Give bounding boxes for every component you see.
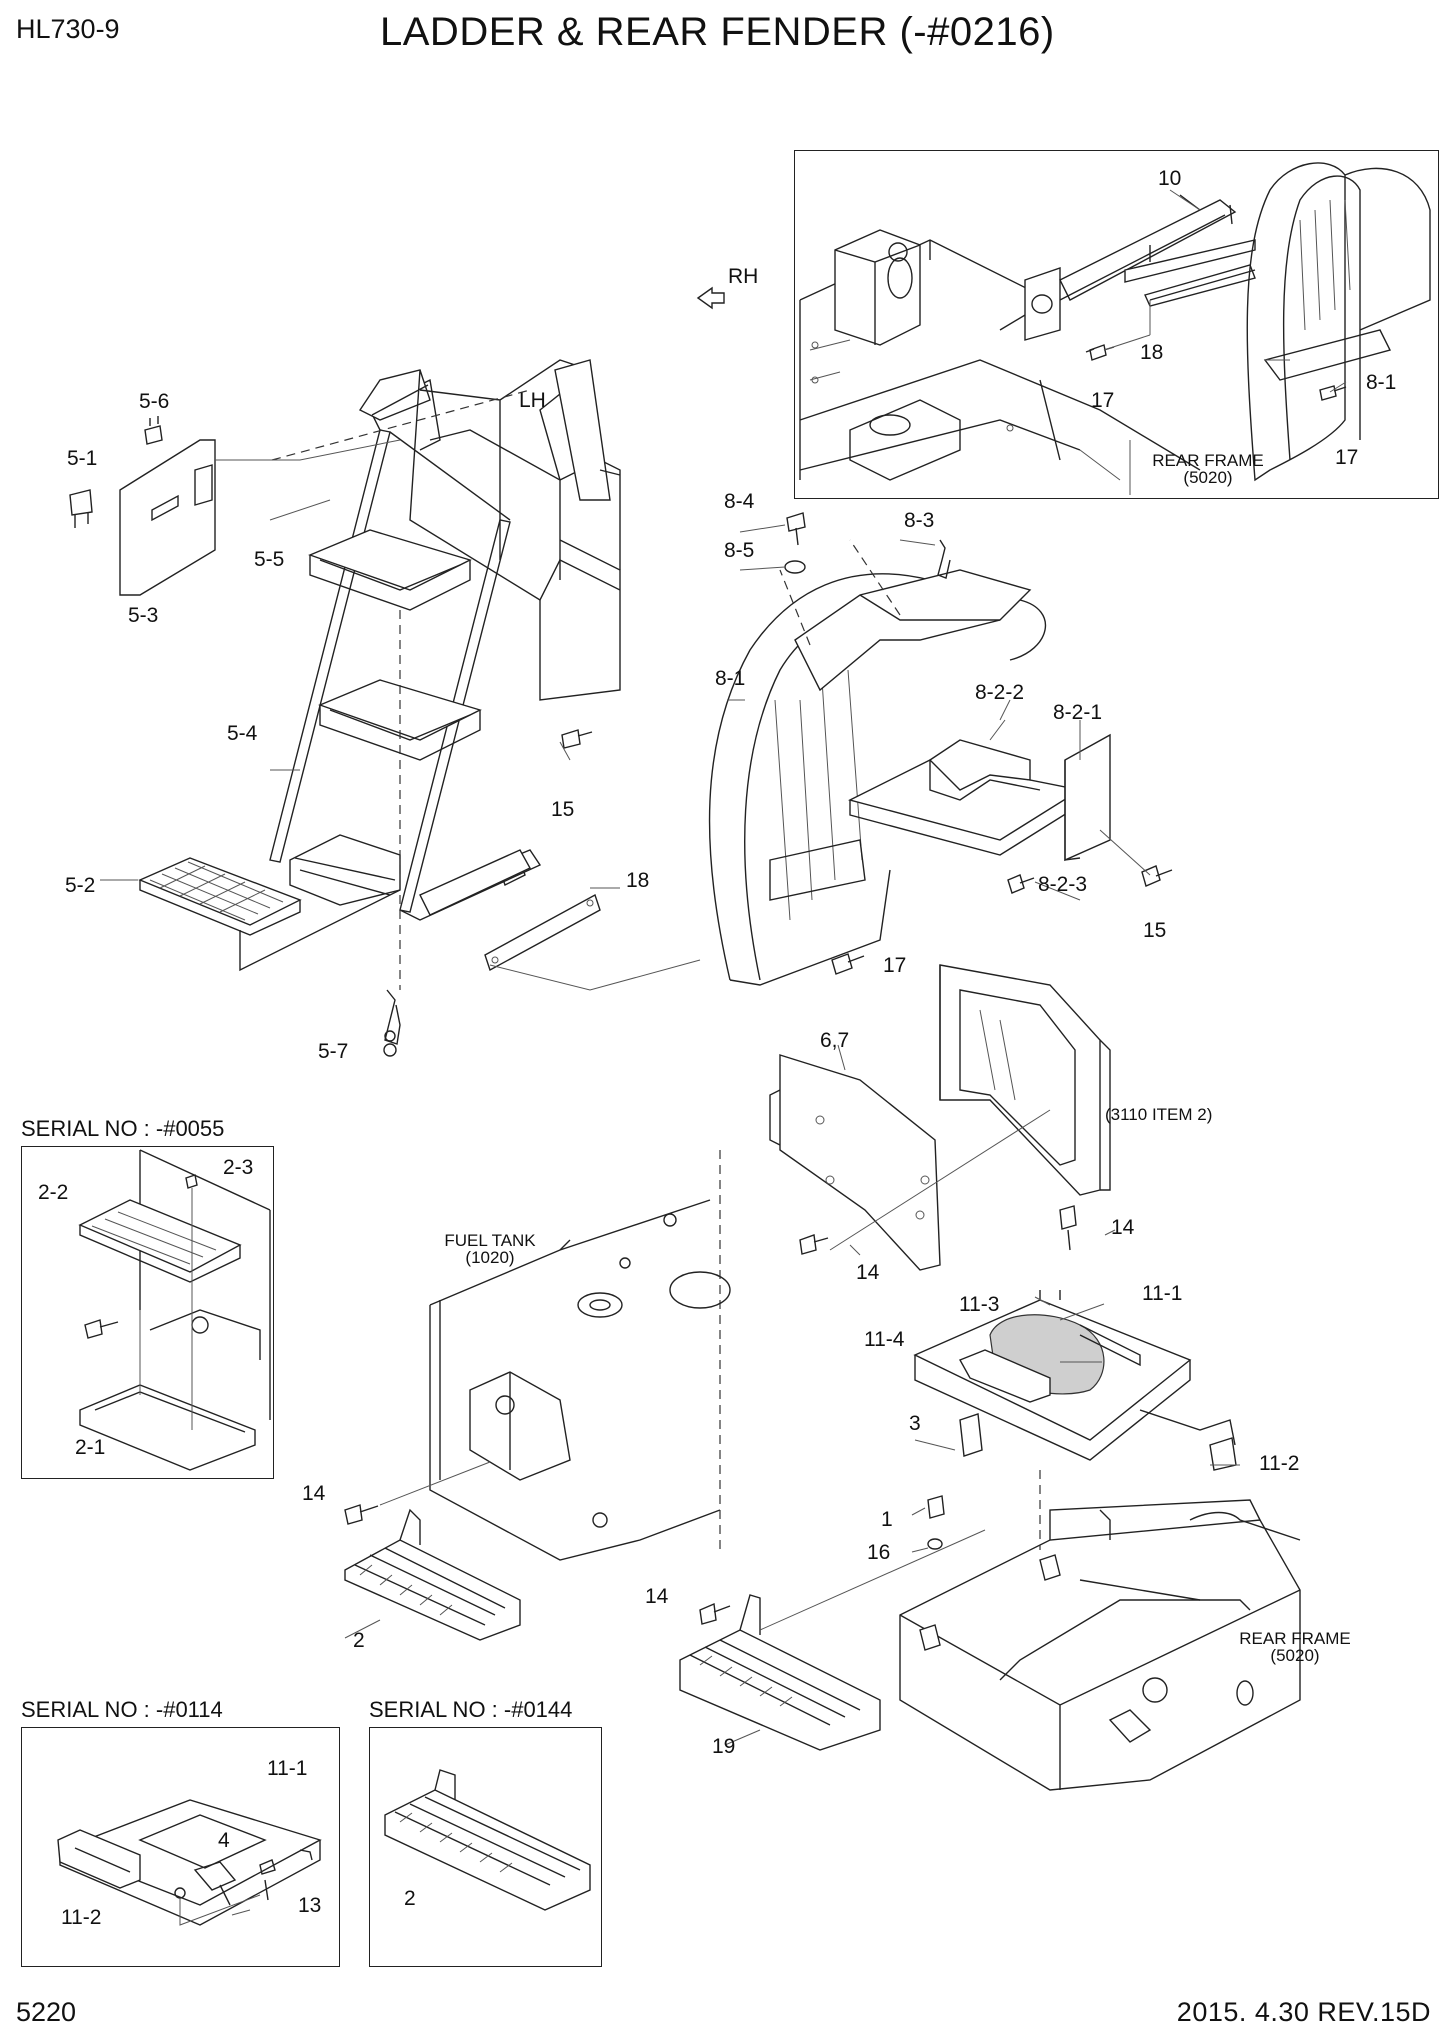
callout-13-serial: 13 bbox=[298, 1894, 322, 1917]
callout-8-3: 8-3 bbox=[904, 509, 935, 532]
ladder-assembly-art bbox=[69, 359, 701, 1057]
callout-14-a: 14 bbox=[1111, 1216, 1135, 1239]
callout-16: 16 bbox=[867, 1541, 891, 1564]
callout-5-3: 5-3 bbox=[128, 604, 159, 627]
serial-0144-label: SERIAL NO : -#0144 bbox=[369, 1697, 573, 1722]
callout-11-2: 11-2 bbox=[1259, 1452, 1300, 1475]
rear-frame-note-bottom: REAR FRAME (5020) bbox=[1225, 1630, 1365, 1664]
rear-frame-bottom-ref: (5020) bbox=[1270, 1646, 1320, 1665]
callout-4-serial: 4 bbox=[218, 1829, 230, 1852]
callout-11-3: 11-3 bbox=[959, 1293, 1000, 1316]
callout-17-inset-a: 17 bbox=[1091, 389, 1115, 412]
callout-15-a: 15 bbox=[551, 798, 575, 821]
callout-5-2: 5-2 bbox=[65, 874, 96, 897]
callout-11-1: 11-1 bbox=[1142, 1282, 1183, 1305]
fuel-tank-note: FUEL TANK (1020) bbox=[430, 1232, 550, 1266]
callout-8-1-inset: 8-1 bbox=[1366, 371, 1397, 394]
rear-frame-note-top: REAR FRAME (5020) bbox=[1138, 452, 1278, 486]
serial-0114-box bbox=[21, 1727, 340, 1967]
callout-8-2-1: 8-2-1 bbox=[1053, 701, 1103, 724]
callout-5-5: 5-5 bbox=[254, 548, 285, 571]
leader-lines bbox=[100, 524, 1240, 1746]
inset-rear-frame-art bbox=[799, 162, 1431, 495]
callout-2-2-serial: 2-2 bbox=[38, 1181, 69, 1204]
callout-2-3-serial: 2-3 bbox=[223, 1156, 254, 1179]
callout-15-b: 15 bbox=[1143, 919, 1167, 942]
rear-frame-bottom-art bbox=[679, 1290, 1301, 1791]
revision-date: 2015. 4.30 REV.15D bbox=[1176, 1997, 1431, 2027]
rear-frame-inset-box bbox=[794, 150, 1439, 499]
callout-14-d: 14 bbox=[645, 1585, 669, 1608]
callout-2: 2 bbox=[353, 1629, 365, 1652]
callout-17: 17 bbox=[883, 954, 907, 977]
serial-0114-label: SERIAL NO : -#0114 bbox=[21, 1697, 223, 1722]
callout-8-5: 8-5 bbox=[724, 539, 755, 562]
callout-11-2-serial: 11-2 bbox=[61, 1906, 102, 1929]
callout-1: 1 bbox=[881, 1508, 893, 1531]
fuel-tank-name: FUEL TANK bbox=[444, 1231, 536, 1250]
callout-5-7: 5-7 bbox=[318, 1040, 349, 1063]
callout-8-2-3: 8-2-3 bbox=[1038, 873, 1088, 896]
serial-0144-art bbox=[384, 1769, 591, 1911]
lh-label: LH bbox=[519, 389, 546, 412]
rear-frame-top-name: REAR FRAME bbox=[1152, 451, 1264, 470]
serial-0144-box bbox=[369, 1727, 602, 1967]
fuel-tank-art bbox=[344, 1150, 731, 1641]
callout-6-7: 6,7 bbox=[820, 1029, 850, 1052]
callout-18-inset: 18 bbox=[1140, 341, 1164, 364]
callout-2-serial-0144: 2 bbox=[404, 1887, 416, 1910]
rh-arrow-icon bbox=[696, 286, 725, 310]
callout-5-4: 5-4 bbox=[227, 722, 258, 745]
callout-18: 18 bbox=[626, 869, 650, 892]
callout-3: 3 bbox=[909, 1412, 921, 1435]
serial-0055-box bbox=[21, 1146, 274, 1479]
callout-14-b: 14 bbox=[856, 1261, 880, 1284]
callout-5-6: 5-6 bbox=[139, 390, 170, 413]
page-title: LADDER & REAR FENDER (-#0216) bbox=[380, 10, 1055, 54]
rh-label: RH bbox=[728, 265, 759, 288]
callout-2-1-serial: 2-1 bbox=[75, 1436, 106, 1459]
serial-0055-art bbox=[78, 1149, 271, 1471]
model-name: HL730-9 bbox=[16, 14, 120, 44]
serial-0114-art bbox=[57, 1799, 322, 1926]
callout-11-1-serial: 11-1 bbox=[267, 1757, 308, 1780]
callout-8-2-2: 8-2-2 bbox=[975, 681, 1025, 704]
item-ref-note: (3110 ITEM 2) bbox=[1105, 1105, 1213, 1124]
rear-frame-bottom-name: REAR FRAME bbox=[1239, 1629, 1351, 1648]
plate-and-frame-art bbox=[769, 964, 1111, 1271]
callout-10: 10 bbox=[1158, 167, 1182, 190]
fuel-tank-ref: (1020) bbox=[465, 1248, 515, 1267]
fender-assembly-art bbox=[708, 512, 1173, 986]
page-number: 5220 bbox=[16, 1997, 77, 2027]
callout-14-c: 14 bbox=[302, 1482, 326, 1505]
callout-8-4: 8-4 bbox=[724, 490, 755, 513]
callout-19: 19 bbox=[712, 1735, 736, 1758]
rear-frame-top-ref: (5020) bbox=[1183, 468, 1233, 487]
callout-8-1: 8-1 bbox=[715, 667, 746, 690]
serial-0055-label: SERIAL NO : -#0055 bbox=[21, 1116, 225, 1141]
callout-5-1: 5-1 bbox=[67, 447, 98, 470]
callout-11-4: 11-4 bbox=[864, 1328, 905, 1351]
callout-17-inset-b: 17 bbox=[1335, 446, 1359, 469]
